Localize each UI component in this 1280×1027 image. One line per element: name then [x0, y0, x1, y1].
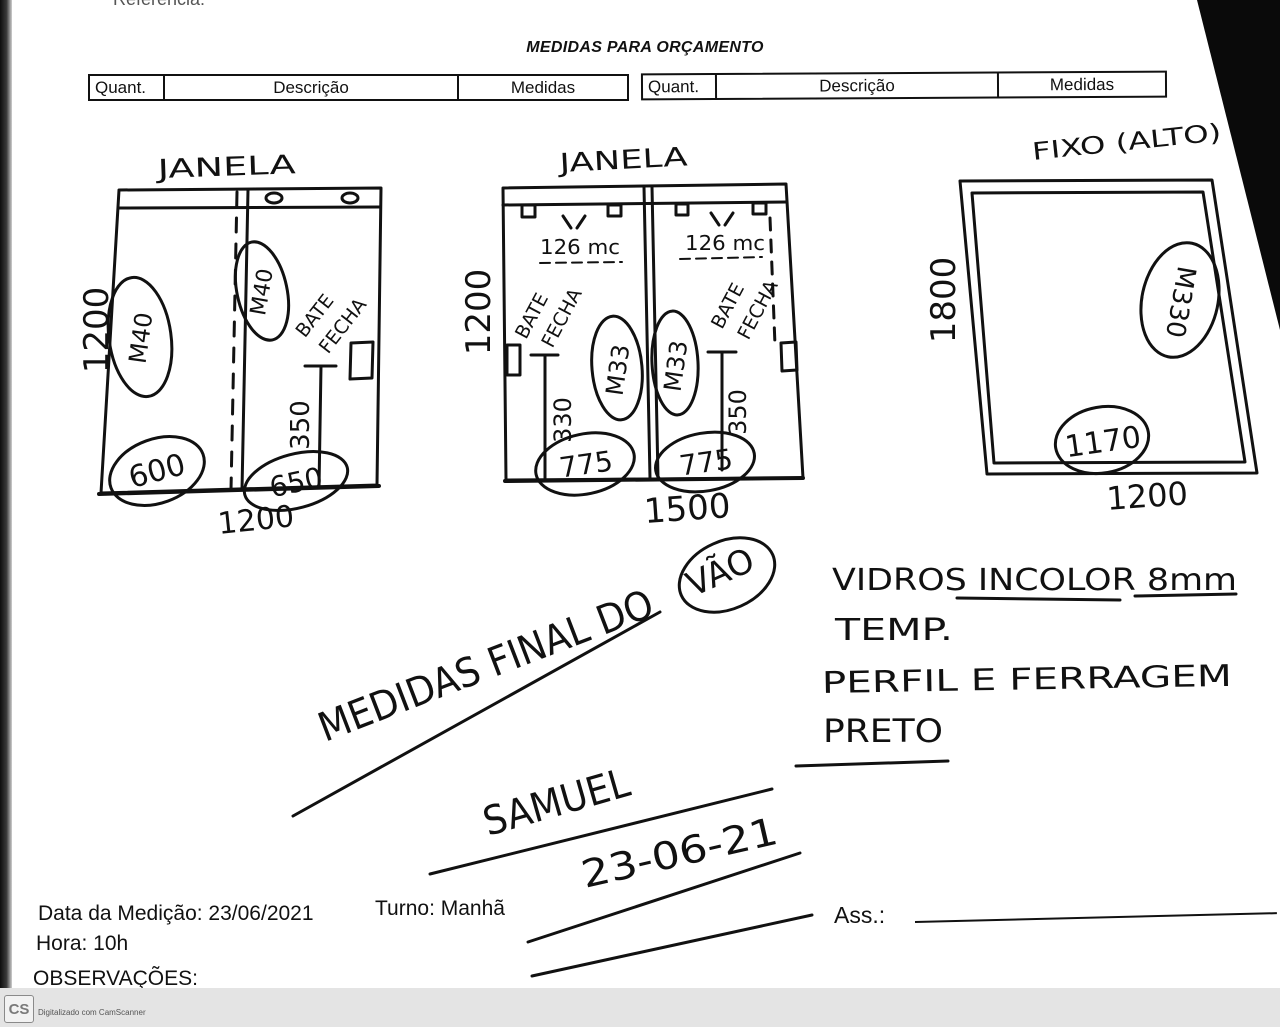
window-1-divider [240, 188, 250, 492]
window-2-left-handle [505, 343, 522, 377]
profile-note: PERFIL E FERRAGEM [822, 659, 1233, 701]
fixed-panel-width-circle [1053, 404, 1151, 476]
window-1-right-pane-circle [233, 240, 291, 342]
scan-bottom-strip [0, 988, 1280, 1027]
window-2-divider-left [642, 185, 652, 480]
column-header-description: Descrição [165, 76, 459, 99]
camscanner-logo: CS [4, 995, 34, 1023]
camscanner-caption: Digitalizado com CamScanner [38, 1008, 146, 1017]
window-2-right-pane-code: M33 [659, 339, 694, 394]
window-1-divider-dashed [229, 190, 239, 492]
final-measures-note: MEDIDAS FINAL DO [312, 581, 660, 751]
signature-underline-2 [526, 851, 802, 944]
vao-circle [677, 536, 777, 614]
window-2-left-lock-height: 330 [549, 397, 577, 443]
glass-incolor-underline [955, 596, 1122, 602]
window-1-right-pane-code: M40 [246, 267, 279, 318]
window-2-right-lock-height: 350 [724, 389, 752, 435]
window-2-roller-3 [674, 202, 690, 217]
window-2-sketch: JANELA 1200 126 mc 126 mc BATE FECHA BAT… [459, 142, 805, 532]
window-2-left-mark-a [561, 214, 573, 230]
window-2-right-handle [779, 340, 799, 373]
window-1-lock-dimension-line [317, 364, 323, 490]
window-2-right-mark-b [723, 211, 735, 227]
fixed-panel-pane-width: 1170 [1063, 420, 1143, 465]
window-2-dashed-guide [768, 216, 777, 347]
reference-label: Referência: [113, 0, 205, 10]
fixed-panel-inner-frame [970, 190, 1247, 465]
form-title: MEDIDAS PARA ORÇAMENTO [526, 39, 764, 56]
final-measures-underline [291, 610, 662, 818]
window-1-right-pane-width: 650 [267, 461, 326, 504]
final-measures-circled-word: VÃO [680, 540, 760, 605]
fixed-panel-height: 1800 [924, 257, 964, 344]
window-2-right-pane-circle [650, 309, 700, 417]
glass-type-note: TEMP. [834, 613, 953, 648]
window-2-sill [503, 476, 805, 483]
signature-label: Ass.: [834, 902, 886, 928]
window-2-left-mark-b [575, 214, 587, 230]
window-1-height: 1200 [77, 287, 117, 374]
window-2-left-width-circle [534, 431, 636, 497]
window-1-label: JANELA [154, 150, 296, 185]
glass-note: VIDROS INCOLOR 8mm [832, 563, 1237, 598]
window-1-top-rail [117, 205, 382, 210]
window-2-left-pane-width: 775 [557, 444, 615, 484]
window-1-sketch: JANELA 1200 M40 M40 BATE FECHA 350 600 6… [77, 150, 383, 542]
observations-label: OBSERVAÇÕES: [33, 967, 198, 990]
window-1-sill [97, 484, 381, 496]
profile-color-note: PRETO [823, 712, 943, 750]
window-2-left-lock-note-line2: FECHA [537, 285, 586, 351]
window-2-right-pane-width: 775 [677, 442, 735, 482]
window-1-right-width-circle [242, 450, 350, 512]
profile-color-underline [794, 759, 950, 768]
window-2-roller-1 [520, 203, 537, 219]
measure-date: Data da Medição: 23/06/2021 [38, 902, 314, 925]
window-1-left-pane-circle [106, 275, 174, 399]
measurements-table-left: Quant. Descrição Medidas [88, 74, 629, 101]
window-2-right-note: 126 mc [685, 231, 765, 255]
window-1-left-pane-width: 600 [125, 447, 189, 496]
window-1-roller-right [340, 191, 360, 205]
fixed-panel-pane-code: M330 [1159, 264, 1201, 340]
fixed-panel-code-circle [1139, 241, 1221, 359]
fixed-panel-label: FIXO (ALTO) [1031, 118, 1223, 166]
signature-underline-3 [530, 913, 814, 978]
window-2-height: 1200 [459, 269, 499, 356]
scan-left-edge [0, 0, 12, 990]
window-2-left-pane-code: M33 [601, 343, 636, 398]
window-2-right-mark-a [709, 211, 721, 227]
shift: Turno: Manhã [375, 897, 505, 920]
window-1-left-width-circle [108, 435, 206, 507]
glass-thickness-underline [1133, 592, 1238, 598]
window-2-label: JANELA [556, 142, 688, 179]
window-2-left-pane-circle [590, 314, 644, 422]
column-header-quantity: Quant. [90, 76, 165, 99]
window-1-lock-height: 350 [286, 400, 316, 450]
fixed-panel-outer-frame [958, 178, 1259, 476]
signature-name: SAMUEL [478, 760, 635, 846]
window-2-left-note-underline [539, 261, 623, 264]
window-2-roller-2 [606, 203, 623, 218]
window-1-left-pane-code: M40 [124, 311, 159, 366]
window-2-right-width-circle [654, 430, 756, 494]
signature-date: 23-06-21 [577, 809, 782, 897]
fixed-panel-width: 1200 [1105, 474, 1189, 518]
window-1-width: 1200 [216, 499, 296, 542]
fixed-panel-sketch: FIXO (ALTO) 1800 M330 1170 1200 [924, 118, 1259, 518]
window-2-width: 1500 [643, 486, 732, 532]
signature-underline-1 [428, 787, 774, 876]
window-2-right-note-underline [679, 256, 763, 260]
window-1-handle [348, 340, 375, 381]
measure-time: Hora: 10h [36, 932, 129, 955]
column-header-measures: Medidas [510, 77, 576, 97]
window-2-left-note: 126 mc [540, 235, 620, 259]
window-2-roller-4 [751, 201, 768, 216]
window-1-roller-left [264, 191, 284, 205]
scan-corner-shadow [1197, 0, 1280, 330]
